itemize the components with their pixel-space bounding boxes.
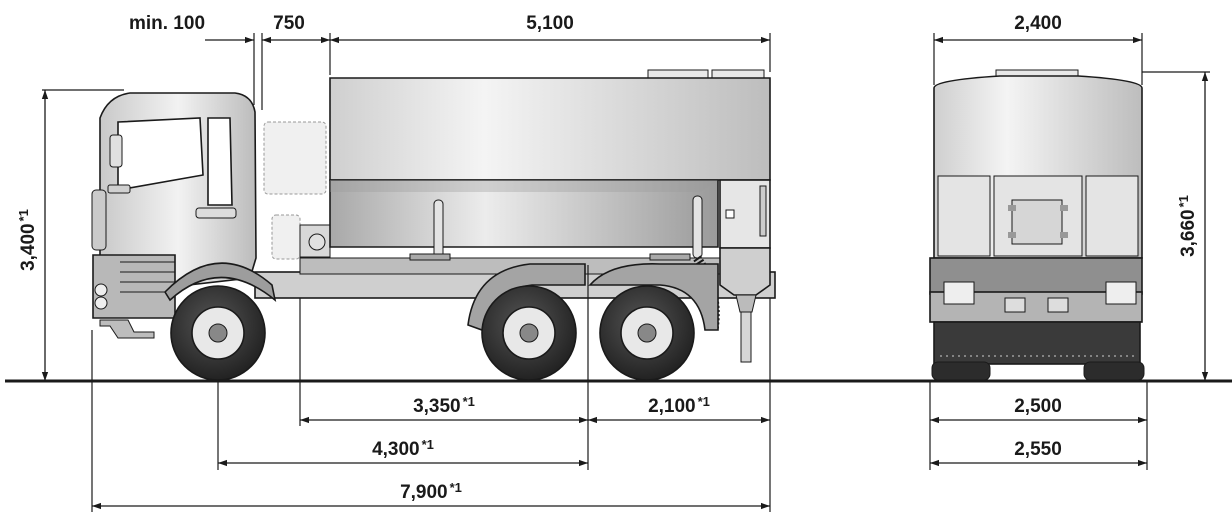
label-2550: 2,550 — [1014, 439, 1062, 460]
rear-wheel-1 — [481, 285, 577, 381]
label-3660: 3,660*1 — [1176, 195, 1199, 257]
label-7900: 7,900*1 — [400, 480, 462, 503]
dimension-lines — [41, 36, 1209, 510]
front-wheel — [170, 285, 266, 381]
label-4300: 4,300*1 — [372, 437, 434, 460]
label-5100: 5,100 — [526, 13, 574, 34]
label-2100: 2,100*1 — [648, 394, 710, 417]
dimension-labels: min. 100 750 5,100 2,400 3,400*1 3,660*1… — [16, 13, 1199, 503]
rear-hatch — [1011, 199, 1063, 245]
label-2400: 2,400 — [1014, 13, 1062, 34]
truck-side-view — [91, 69, 776, 381]
truck-rear-view — [929, 69, 1145, 381]
truck-cab — [91, 92, 277, 339]
label-min-100: min. 100 — [129, 13, 205, 34]
label-3400: 3,400*1 — [16, 209, 39, 271]
label-2500: 2,500 — [1014, 396, 1062, 417]
rear-wheel-2 — [599, 285, 695, 381]
tank-body — [329, 69, 771, 363]
label-750: 750 — [273, 13, 305, 34]
label-3350: 3,350*1 — [413, 394, 475, 417]
accessory-box — [263, 121, 327, 195]
extension-lines — [42, 33, 1210, 512]
